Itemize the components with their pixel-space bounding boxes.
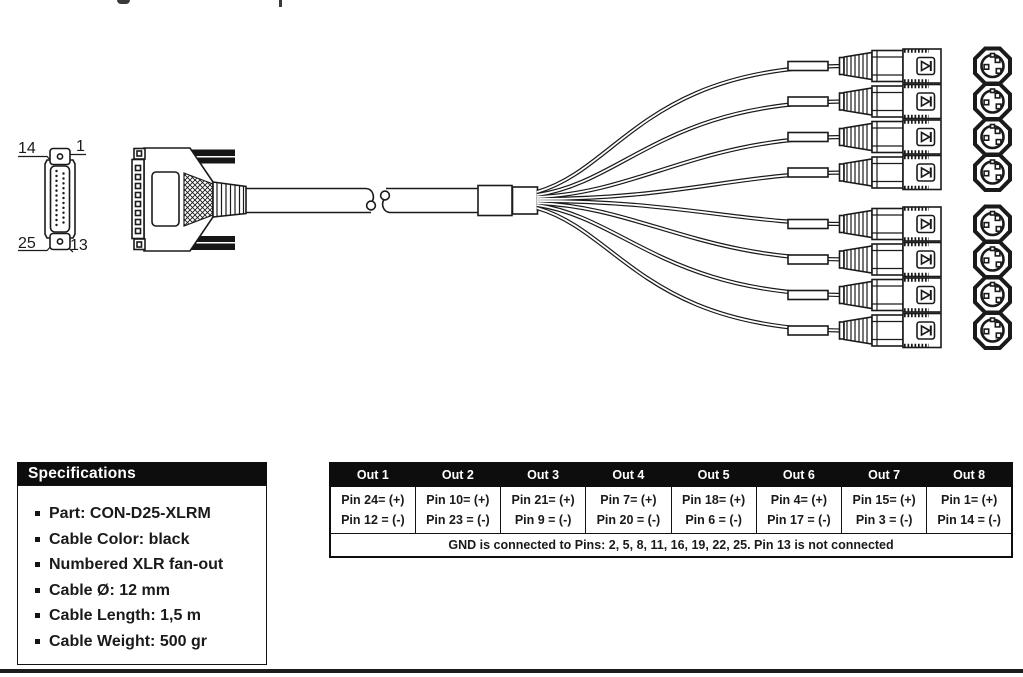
col-header: Out 8 — [926, 462, 1013, 487]
pin-positive: Pin 4= (+) — [770, 493, 828, 507]
spec-item-text: Cable Weight: 500 gr — [49, 632, 207, 650]
xlr-side-7 — [837, 276, 943, 314]
cable-jacket-sleeve — [477, 184, 513, 217]
pin-negative: Pin 6 = (-) — [685, 513, 742, 527]
pin-negative: Pin 20 = (-) — [596, 513, 661, 527]
xlr-side-3 — [837, 118, 943, 156]
col-header: Out 3 — [499, 462, 587, 487]
bullet-square-icon — [35, 638, 40, 644]
wire-number-sleeves — [787, 60, 829, 336]
spec-item: Numbered XLR fan-out — [33, 552, 260, 578]
pinout-table: Out 1 Out 2 Out 3 Out 4 Out 5 Out 6 Out … — [329, 462, 1013, 558]
xlr-connectors-side — [837, 47, 943, 350]
cable-drawing: 14 1 25 13 — [18, 46, 1012, 350]
pin-positive: Pin 24= (+) — [341, 493, 405, 507]
cable-break-symbol — [365, 187, 391, 214]
xlr-face-5 — [973, 204, 1012, 244]
xlr-side-6 — [837, 240, 943, 279]
dsub-pin25-label: 25 — [18, 235, 36, 252]
bullet-square-icon — [35, 613, 40, 618]
xlr-side-8 — [837, 311, 943, 350]
dsub-boot — [212, 181, 247, 218]
spec-item: Cable Color: black — [33, 527, 260, 553]
pin-positive: Pin 1= (+) — [940, 493, 998, 507]
col-header: Out 2 — [414, 462, 502, 487]
col-header: Out 6 — [755, 462, 843, 487]
xlr-side-5 — [837, 205, 943, 243]
spec-item: Cable Length: 1,5 m — [33, 603, 260, 629]
bullet-square-icon — [35, 511, 40, 516]
spec-item: Cable Ø: 12 mm — [33, 578, 260, 604]
xlr-side-4 — [837, 153, 943, 192]
pinout-footer-row: GND is connected to Pins: 2, 5, 8, 11, 1… — [329, 533, 1013, 558]
pinout-cell: Pin 21= (+) Pin 9 = (-) — [499, 486, 587, 534]
xlr-face-4 — [973, 153, 1012, 192]
col-header: Out 7 — [840, 462, 928, 487]
xlr-face-3 — [973, 117, 1012, 157]
spec-item: Cable Weight: 500 gr — [33, 629, 260, 655]
specifications-body: Part: CON-D25-XLRM Cable Color: black Nu… — [17, 485, 267, 665]
dsub-pin1-label: 1 — [76, 138, 85, 155]
specifications-title: Specifications — [17, 462, 267, 485]
xlr-face-7 — [973, 275, 1012, 315]
xlr-face-1 — [973, 46, 1012, 86]
specifications-panel: Specifications Part: CON-D25-XLRM Cable … — [17, 462, 267, 665]
pinout-cell: Pin 15= (+) Pin 3 = (-) — [840, 486, 928, 534]
pin-positive: Pin 15= (+) — [852, 493, 916, 507]
pin-positive: Pin 7= (+) — [600, 493, 657, 507]
pinout-cell: Pin 7= (+) Pin 20 = (-) — [585, 486, 672, 534]
pin-negative: Pin 23 = (-) — [426, 513, 490, 527]
pinout-table-panel: Out 1 Out 2 Out 3 Out 4 Out 5 Out 6 Out … — [329, 462, 1013, 558]
pin-negative: Pin 17 = (-) — [767, 513, 831, 527]
pinout-cell: Pin 10= (+) Pin 23 = (-) — [414, 486, 502, 534]
dsub25-face-view: 14 1 25 13 — [18, 138, 88, 254]
pinout-cell: Pin 18= (+) Pin 6 = (-) — [670, 486, 757, 534]
cable-breakout-sleeve — [511, 186, 539, 215]
xlr-connectors-face — [973, 46, 1012, 350]
pinout-cell: Pin 24= (+) Pin 12 = (-) — [329, 486, 416, 534]
gnd-note: GND is connected to Pins: 2, 5, 8, 11, 1… — [329, 533, 1013, 558]
pin-negative: Pin 12 = (-) — [341, 513, 405, 527]
bullet-square-icon — [35, 562, 40, 567]
pin-negative: Pin 9 = (-) — [514, 513, 572, 527]
cropped-text-fragment — [117, 0, 130, 4]
pin-negative: Pin 14 = (-) — [937, 513, 1001, 527]
col-header: Out 5 — [670, 462, 757, 487]
spec-item: Part: CON-D25-XLRM — [33, 501, 260, 527]
dsub-side-pins — [134, 164, 142, 235]
pinout-header-row: Out 1 Out 2 Out 3 Out 4 Out 5 Out 6 Out … — [329, 462, 1013, 487]
xlr-side-1 — [837, 47, 943, 85]
spec-item-text: Cable Color: black — [49, 530, 190, 548]
bullet-square-icon — [35, 536, 40, 542]
col-header: Out 4 — [585, 462, 672, 487]
pinout-cell: Pin 1= (+) Pin 14 = (-) — [926, 486, 1013, 534]
xlr-face-6 — [973, 240, 1012, 279]
main-cable — [246, 184, 539, 217]
dsub-pin14-label: 14 — [18, 140, 36, 157]
spec-item-text: Numbered XLR fan-out — [49, 556, 224, 573]
pin-negative: Pin 3 = (-) — [855, 513, 913, 527]
xlr-face-8 — [973, 311, 1012, 350]
xlr-side-2 — [837, 82, 943, 121]
pin-positive: Pin 21= (+) — [511, 493, 575, 507]
dsub-pin13-label: 13 — [70, 237, 88, 254]
page-bottom-rule — [0, 669, 1023, 673]
dsub25-side-view — [131, 147, 247, 252]
spec-item-text: Part: CON-D25-XLRM — [49, 505, 211, 522]
spec-item-text: Cable Length: 1,5 m — [49, 607, 202, 624]
col-header: Out 1 — [329, 462, 416, 487]
cropped-text-fragment — [279, 0, 282, 7]
bullet-square-icon — [35, 587, 40, 593]
xlr-face-2 — [973, 82, 1012, 121]
pin-positive: Pin 10= (+) — [426, 493, 490, 507]
pinout-cell: Pin 4= (+) Pin 17 = (-) — [755, 486, 843, 534]
spec-item-text: Cable Ø: 12 mm — [49, 581, 170, 599]
pinout-data-row: Pin 24= (+) Pin 12 = (-) Pin 10= (+) Pin 2… — [329, 486, 1013, 534]
pin-positive: Pin 18= (+) — [682, 493, 746, 507]
